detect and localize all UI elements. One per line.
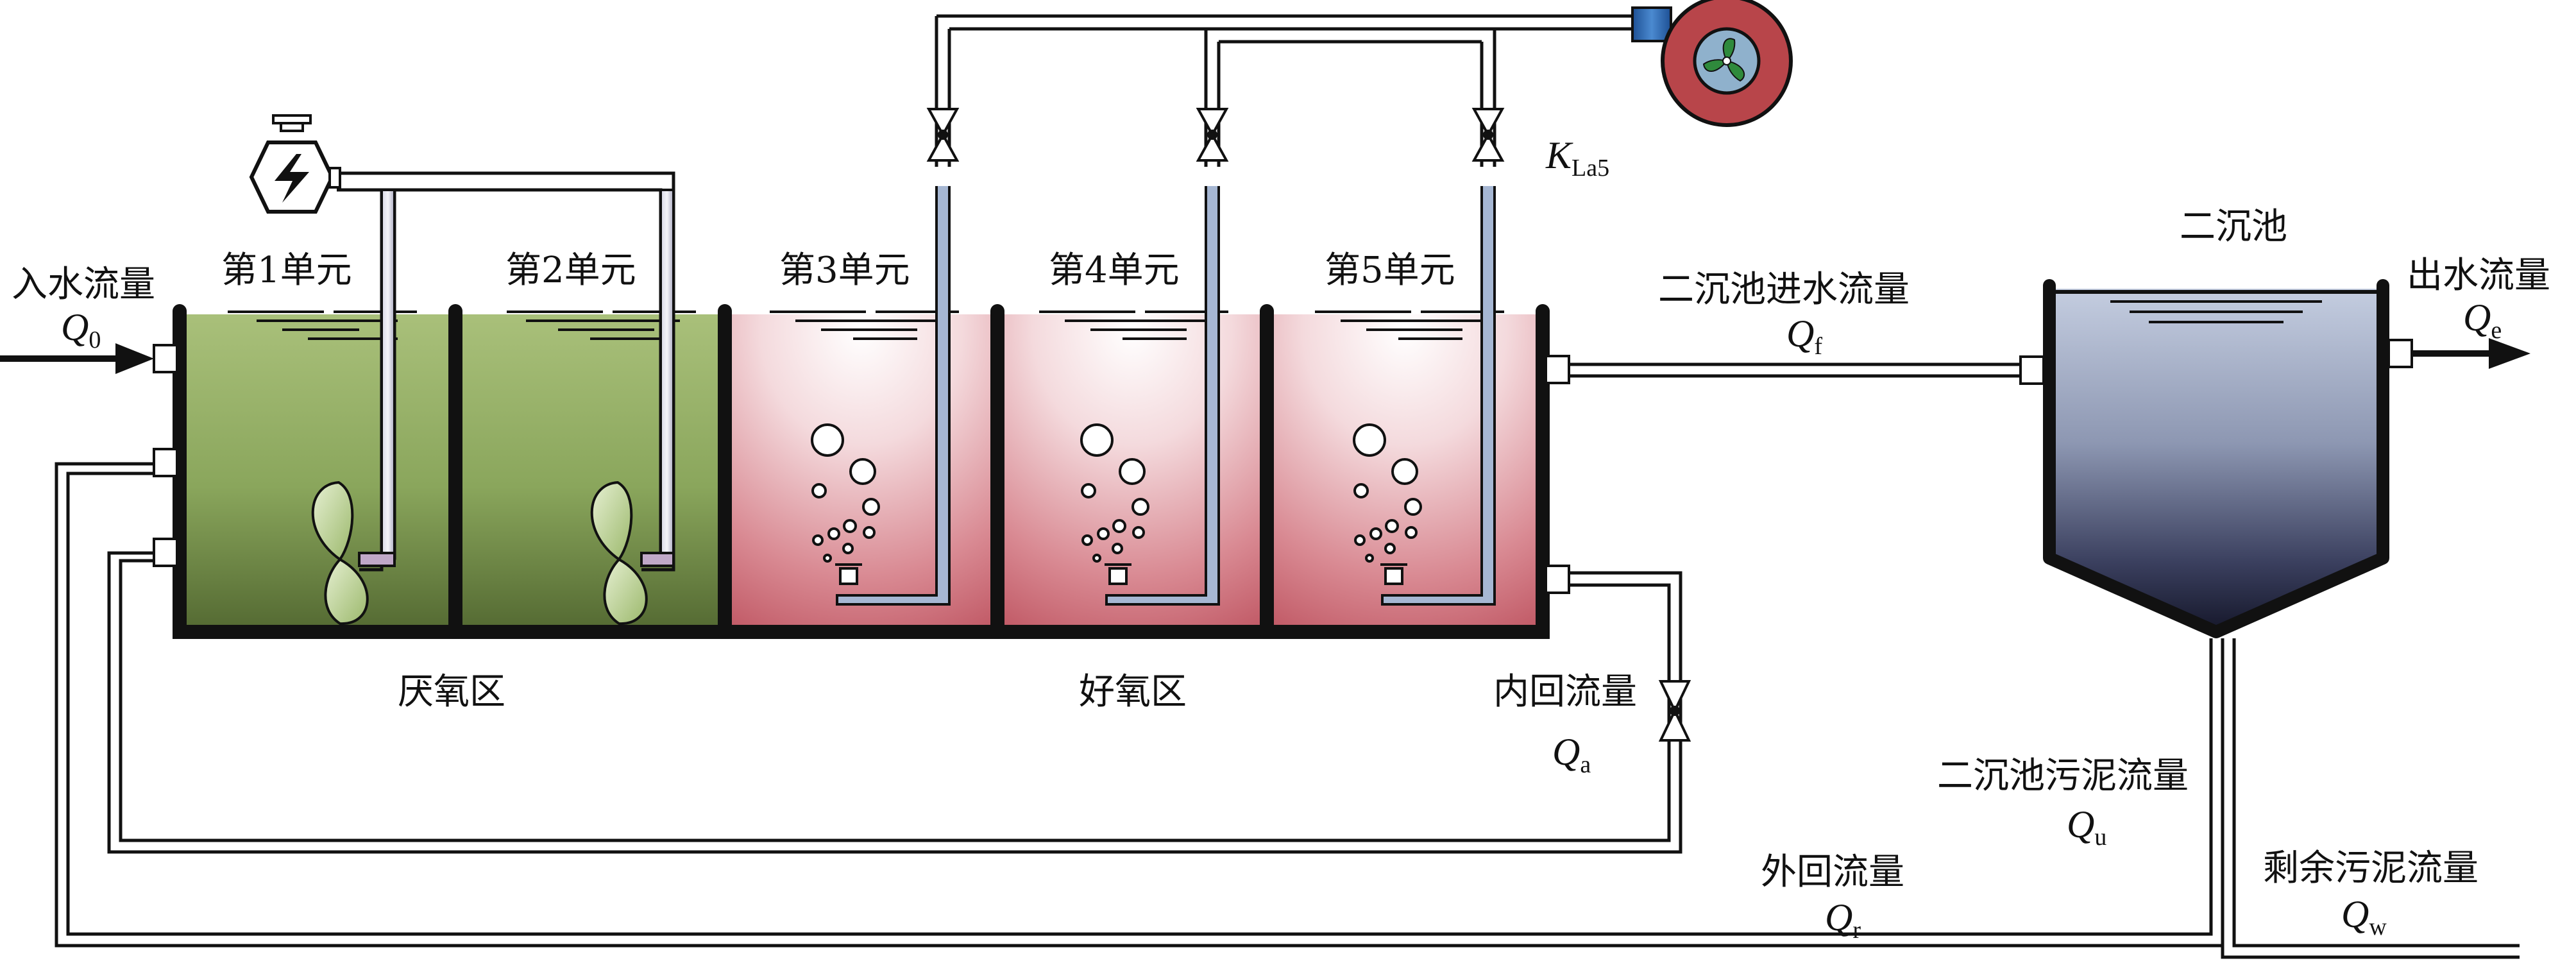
external-return-label: 外回流量 [1761, 851, 1904, 893]
pipe-excess-sludge [2221, 638, 2520, 959]
unit1-label: 第1单元 [221, 250, 352, 291]
inflow-arrow [0, 343, 154, 374]
outflow-label: 出水流量 [2407, 255, 2550, 296]
blower-icon [1631, 0, 1793, 127]
aeration-pipes [836, 186, 1496, 606]
valve-internal-return[interactable] [1658, 680, 1691, 742]
pipe-ports [153, 339, 2413, 594]
valve-unit5[interactable] [1471, 108, 1505, 162]
unit3-label: 第3单元 [779, 250, 910, 291]
pipe-air-header [935, 14, 1632, 167]
excess-sludge-label: 剩余污泥流量 [2263, 847, 2479, 889]
pipes [55, 14, 2520, 959]
air-bubbles [811, 423, 1422, 563]
anaerobic-zone-label: 厌氧区 [398, 671, 505, 713]
qf-symbol: Qf [1786, 312, 1822, 360]
qa-symbol: Qa [1552, 731, 1591, 778]
motor-icon [249, 114, 341, 214]
qu-symbol: Qu [2067, 803, 2106, 851]
secondary-clarifier [2043, 279, 2389, 638]
water-surface-marks [228, 311, 1504, 340]
qe-symbol: Qe [2463, 296, 2502, 344]
inflow-label: 入水流量 [12, 264, 155, 305]
internal-return-label: 内回流量 [1493, 671, 1637, 713]
unit2-water [455, 314, 725, 627]
secondary-inflow-label: 二沉池进水流量 [1658, 269, 1910, 311]
pipe-internal-return [107, 551, 1682, 854]
mixer-shafts [358, 189, 675, 567]
clarifier-sludge-label: 二沉池污泥流量 [1937, 755, 2189, 797]
qr-symbol: Qr [1825, 896, 1861, 944]
clarifier-label: 二沉池 [2180, 206, 2287, 248]
diffuser-icon [835, 563, 1407, 585]
mixer-icon [311, 481, 648, 625]
valve-unit4[interactable] [1196, 108, 1229, 162]
unit5-label: 第5单元 [1325, 250, 1455, 291]
unit4-label: 第4单元 [1049, 250, 1180, 291]
kla5-symbol: KLa5 [1545, 134, 1609, 182]
outflow-arrow [2412, 338, 2530, 369]
qw-symbol: Qw [2341, 893, 2387, 940]
unit1-water [180, 314, 455, 627]
aerobic-zone-label: 好氧区 [1079, 671, 1187, 713]
pipe-external-return [55, 462, 2224, 948]
pipe-secondary-inflow [1569, 362, 2021, 378]
q0-symbol: Q0 [61, 306, 101, 353]
unit2-label: 第2单元 [505, 250, 636, 291]
anaerobic-zone-fill [180, 314, 725, 627]
valve-unit3[interactable] [926, 108, 960, 162]
tank-walls [173, 304, 1550, 639]
